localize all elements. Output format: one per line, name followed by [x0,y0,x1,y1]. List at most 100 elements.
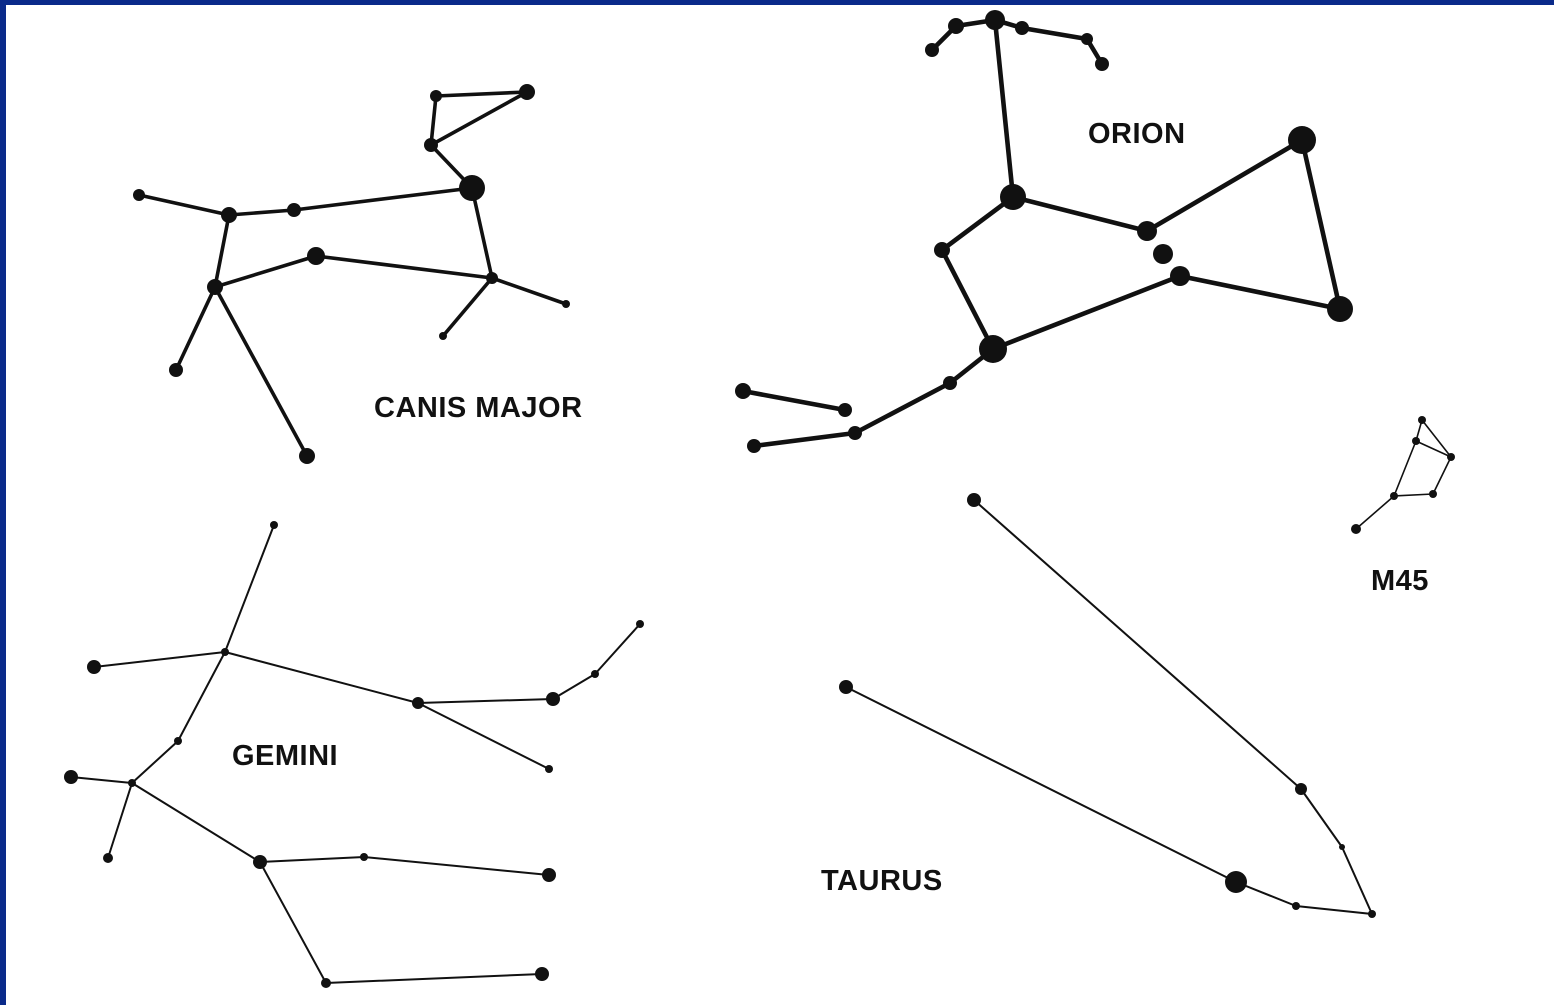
orion-star [1095,57,1109,71]
gemini-star [87,660,101,674]
orion-star [934,242,950,258]
orion-line [1010,194,1150,234]
gemini-line [417,702,550,770]
taurus-line [845,686,1237,883]
canis-major-line [434,90,529,98]
canis-major-line [227,208,296,217]
canis-major-star [307,247,325,265]
taurus-star [1368,910,1376,918]
gemini-star [253,855,267,869]
m45-line [1355,495,1395,530]
orion-star [1015,21,1029,35]
gemini-line [131,740,179,784]
canis-major-line [174,285,217,372]
gemini-star [535,967,549,981]
orion-star [838,403,852,417]
taurus-figure [839,493,1376,918]
orion-line [1019,25,1090,42]
taurus-star [839,680,853,694]
m45-line [1421,419,1452,458]
gemini-star [321,978,331,988]
orion-line [939,194,1016,253]
canis-major-figure [133,84,570,464]
canis-major-star [562,300,570,308]
constellation-diagram [64,10,1455,988]
gemini-line [259,861,327,984]
gemini-star [103,853,113,863]
orion-star [948,18,964,34]
orion-star [925,43,939,57]
canis-major-line [429,90,529,147]
gemini-line [259,856,365,863]
canis-major-star [299,448,315,464]
taurus-star [1339,844,1345,850]
canis-major-star [439,332,447,340]
orion-star [1288,126,1316,154]
gemini-star [360,853,368,861]
orion-star [979,335,1007,363]
gemini-line [363,856,550,876]
gemini-line [325,973,543,984]
m45-label: M45 [1371,565,1429,597]
taurus-star [1295,783,1307,795]
m45-line [1393,440,1417,497]
orion-label: ORION [1088,118,1186,150]
orion-star [985,10,1005,30]
canis-major-line [292,186,474,212]
orion-star [848,426,862,440]
m45-star [1429,490,1437,498]
m45-star [1390,492,1398,500]
canis-major-label: CANIS MAJOR [374,392,583,424]
gemini-star [128,779,136,787]
canis-major-star [430,90,442,102]
gemini-star [636,620,644,628]
star-chart: CANIS MAJOR ORION M45 GEMINI TAURUS [6,5,1554,1005]
orion-line [740,388,848,413]
gemini-star [270,521,278,529]
gemini-line [417,698,554,704]
canis-major-star [459,175,485,201]
m45-star [1447,453,1455,461]
canis-major-star [133,189,145,201]
taurus-star [967,493,981,507]
gemini-line [177,651,226,742]
m45-line [1393,493,1434,497]
canis-major-line [490,276,568,306]
orion-star [735,383,751,399]
orion-line [1144,137,1305,234]
gemini-line [70,776,133,784]
gemini-line [107,782,133,859]
canis-major-line [470,186,494,280]
taurus-line [1341,846,1373,915]
orion-star [1170,266,1190,286]
orion-star [1327,296,1353,322]
canis-major-line [441,276,494,338]
m45-line [1415,440,1452,458]
gemini-star [64,770,78,784]
canis-major-star [519,84,535,100]
taurus-label: TAURUS [821,865,943,897]
m45-star [1412,437,1420,445]
canis-major-star [486,272,498,284]
gemini-line [552,673,596,700]
canis-major-line [314,254,494,280]
canis-major-line [213,213,231,289]
gemini-line [224,651,419,704]
orion-line [852,380,953,436]
gemini-star [545,765,553,773]
gemini-label: GEMINI [232,740,339,772]
taurus-star [1292,902,1300,910]
gemini-star [546,692,560,706]
gemini-line [131,782,261,863]
m45-star [1351,524,1361,534]
gemini-line [594,623,641,675]
gemini-star [221,648,229,656]
taurus-line [1295,905,1373,915]
m45-figure [1351,416,1455,534]
canis-major-line [429,94,438,147]
gemini-star [412,697,424,709]
gemini-star [542,868,556,882]
orion-line [1299,137,1343,312]
gemini-line [224,524,275,653]
canis-major-star [207,279,223,295]
